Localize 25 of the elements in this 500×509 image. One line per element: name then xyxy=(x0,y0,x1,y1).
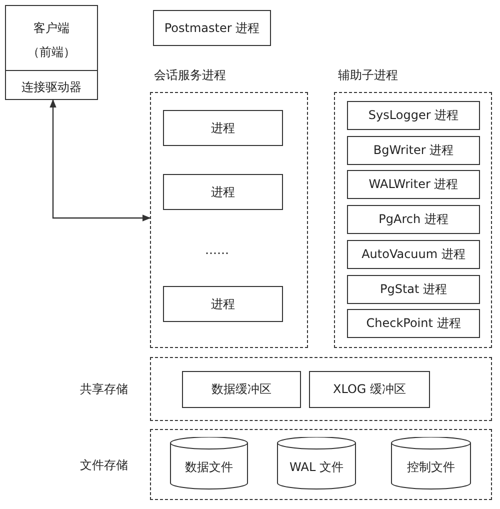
band-label: 文件存储 xyxy=(80,456,128,474)
process-box: PgStat 进程 xyxy=(347,275,480,304)
process-box: Postmaster 进程 xyxy=(153,10,271,46)
process-box: AutoVacuum 进程 xyxy=(347,240,480,269)
driver-label: 连接驱动器 xyxy=(20,79,82,96)
ellipsis-text: …… xyxy=(205,243,229,257)
process-box: CheckPoint 进程 xyxy=(347,309,480,338)
process-box: 数据缓冲区 xyxy=(182,371,301,408)
process-box: WALWriter 进程 xyxy=(347,170,480,199)
process-box: 进程 xyxy=(163,174,283,210)
file-label: 控制文件 xyxy=(406,458,456,476)
process-box: XLOG 缓冲区 xyxy=(309,371,430,408)
file-label: 数据文件 xyxy=(184,458,234,476)
process-box: BgWriter 进程 xyxy=(347,136,480,165)
file-label: WAL 文件 xyxy=(288,458,344,476)
process-box: SysLogger 进程 xyxy=(347,101,480,130)
process-box: 进程 xyxy=(163,286,283,322)
connector-arrow xyxy=(50,99,151,222)
process-box: 进程 xyxy=(163,110,283,146)
process-box: PgArch 进程 xyxy=(347,205,480,234)
client-box xyxy=(5,5,98,100)
group-heading: 会话服务进程 xyxy=(154,67,226,84)
client-label: 客户端（前端） xyxy=(26,20,76,61)
group-heading: 辅助子进程 xyxy=(338,67,398,84)
band-label: 共享存储 xyxy=(80,381,128,398)
